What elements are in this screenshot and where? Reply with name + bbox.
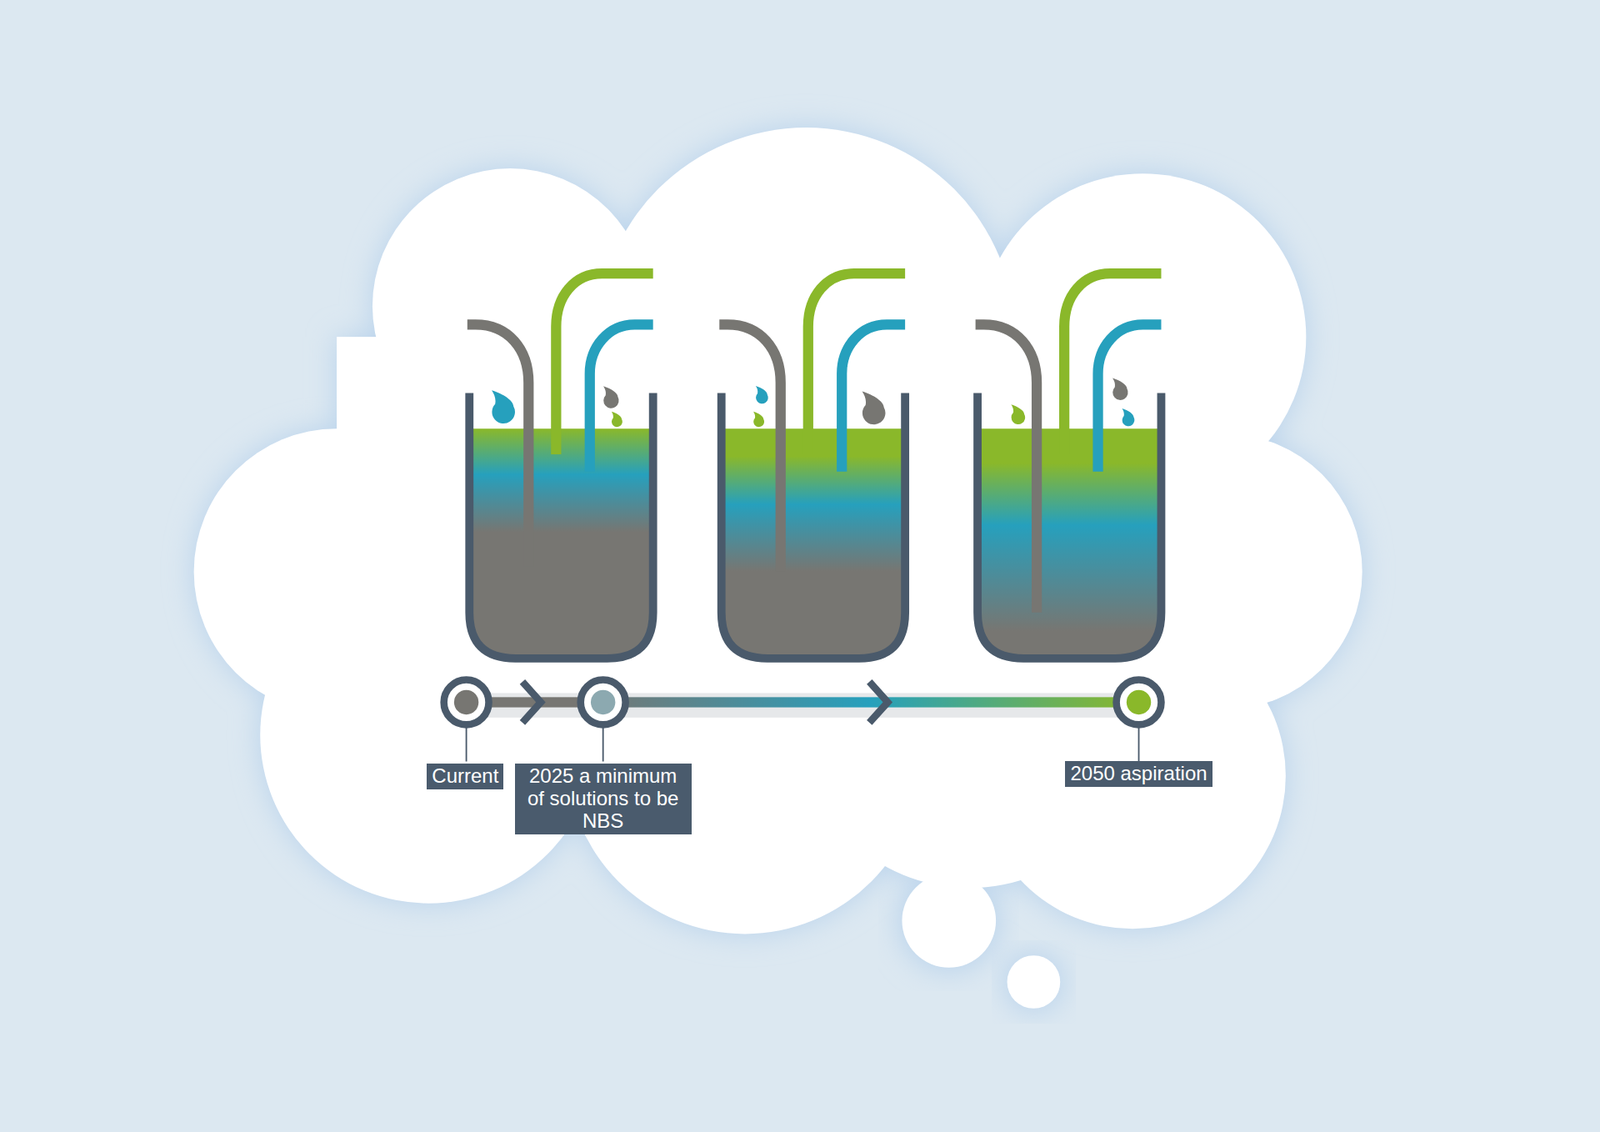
droplet [753, 411, 765, 428]
timeline-band [466, 692, 1140, 717]
beaker [975, 273, 1162, 659]
leader-line [1138, 726, 1140, 762]
blue-pipe [590, 324, 654, 471]
thought-cloud [194, 127, 1363, 934]
droplet [1112, 377, 1129, 400]
droplet [611, 411, 623, 428]
timeline-label: 2050 aspiration [1065, 760, 1212, 787]
droplet [491, 390, 515, 424]
beaker-outline [469, 392, 653, 658]
marker-dot [454, 690, 479, 715]
grey-pipe [975, 324, 1037, 612]
grey-pipe [719, 324, 780, 571]
timeline-label: 2025 a minimum of solutions to be NBS [515, 763, 692, 835]
droplet [603, 385, 620, 409]
leader-line [465, 726, 468, 762]
droplet [755, 385, 769, 404]
green-pipe [808, 273, 905, 455]
blue-pipe [841, 324, 905, 471]
timeline-marker [580, 680, 626, 725]
grey-pipe [467, 324, 529, 566]
green-pipe [1064, 273, 1161, 455]
beaker-outline [977, 392, 1161, 658]
label-text: Current [431, 765, 499, 788]
thought-bubble [1007, 955, 1061, 1009]
droplet [1121, 408, 1135, 426]
beaker [467, 273, 654, 659]
timeline [444, 680, 1162, 762]
label-text: 2025 a minimum of solutions to be NBS [520, 765, 687, 833]
timeline-marker [444, 680, 490, 725]
chevron [869, 681, 888, 723]
droplet [1010, 404, 1025, 425]
leader-line [602, 726, 605, 762]
green-pipe [555, 273, 653, 455]
marker-dot [1126, 690, 1151, 715]
timeline-marker [1116, 680, 1162, 725]
timeline-bar [466, 696, 1140, 707]
beaker [719, 273, 905, 659]
label-text: 2050 aspiration [1070, 762, 1207, 785]
liquid [977, 428, 1161, 659]
liquid [469, 428, 653, 659]
droplet [862, 390, 886, 425]
chevron [522, 681, 541, 723]
blue-pipe [1098, 324, 1162, 471]
marker-dot [590, 690, 615, 715]
beaker-outline [721, 392, 905, 658]
liquid [721, 428, 905, 659]
cloud-glow [194, 127, 1363, 934]
timeline-label: Current [426, 763, 504, 790]
thought-bubble [901, 873, 996, 968]
